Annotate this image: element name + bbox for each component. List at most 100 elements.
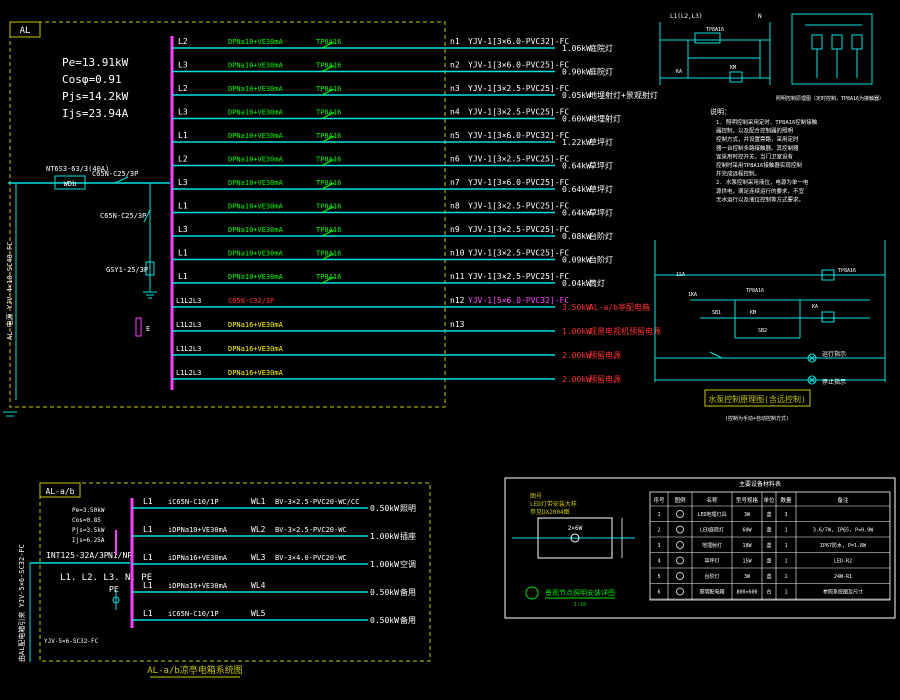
- circuit-phase: L1: [178, 202, 188, 211]
- legend-cell-note: LED-R2: [834, 559, 852, 565]
- legend-cell-model: 3W: [744, 574, 751, 580]
- contactor-contact: [321, 276, 335, 284]
- circuit-load: 0.08kW: [562, 232, 591, 241]
- circuit-desc: 草坪灯: [589, 208, 613, 218]
- circuit-contactor: TP8A16: [316, 109, 341, 117]
- sub-circuit-cable: BV-3×4.0-PVC20-WC: [275, 554, 347, 562]
- detail-label-2: 参见DX2004图: [530, 508, 570, 516]
- circuit-load: 0.05kW: [562, 91, 591, 100]
- sub-param-0: Pe=3.50kW: [72, 507, 105, 514]
- incoming-breaker-label: NT6S3-63/3(40A): [46, 165, 109, 173]
- pump-label-sb1: SB1: [712, 310, 721, 316]
- legend-symbol-icon: [676, 541, 684, 549]
- extra-circuit-desc: 观景电视机预留电源: [589, 326, 661, 336]
- small-ctrl-label-km: KM: [730, 65, 736, 71]
- circuit-load: 1.06kW: [562, 44, 591, 53]
- circuit-cable: YJV-1[3×6.0-PVC32]-FC: [468, 37, 569, 46]
- circuit-desc: 筒灯: [589, 278, 605, 288]
- pump-lamp-stop: 停止指示: [822, 378, 846, 386]
- circuit-desc: 地埋射灯: [589, 114, 621, 124]
- circuit-number: n11: [450, 272, 465, 281]
- legend-cell-no: 4: [657, 559, 660, 565]
- extra-circuit-breaker: DPNa16+VE30mA: [228, 345, 284, 353]
- extra-circuit-load: 2.00kW: [562, 375, 591, 384]
- legend-symbol-icon: [676, 572, 684, 580]
- circuit-breaker: DPNa10+VE30mA: [228, 109, 284, 117]
- sub-circuit-phase: L1: [143, 581, 153, 590]
- pump-subtitle: (控制为手动+自动控制方式): [725, 415, 789, 422]
- legend-cell-name: 草坪灯: [704, 558, 719, 565]
- circuit-cable: YJV-1[3×6.0-PVC25]-FC: [468, 178, 569, 187]
- sub-phases: L1. L2. L3. N. PE: [60, 573, 152, 583]
- spd-breaker-label: C65N-C25/3P: [100, 212, 146, 220]
- extra-circuit-desc: 预留电源: [589, 350, 621, 360]
- sub-circuit-phase: L1: [143, 497, 153, 506]
- circuit-load: 0.64kW: [562, 209, 591, 218]
- main-panel-label: AL: [20, 26, 31, 36]
- legend-cell-qty: 1: [784, 574, 787, 580]
- circuit-phase: L2: [178, 84, 188, 93]
- circuit-contactor: TP8A16: [316, 273, 341, 281]
- circuit-contactor: TP8A16: [316, 203, 341, 211]
- circuit-load: 0.64kW: [562, 162, 591, 171]
- legend-cell-name: LED地埋灯具: [697, 511, 726, 518]
- circuit-contactor: TP8A16: [316, 179, 341, 187]
- circuit-number: n1: [450, 37, 460, 46]
- small-ctrl-label-ka: KA: [676, 69, 682, 75]
- circuit-number: n5: [450, 131, 460, 140]
- circuit-cable: YJV-1[3×2.5-PVC25]-FC: [468, 249, 569, 258]
- contactor-contact: [321, 159, 335, 166]
- small-control-diagram: [659, 22, 771, 85]
- circuit-phase: L2: [178, 155, 188, 164]
- circuit-number: n10: [450, 249, 465, 258]
- main-param-cos: Cosφ=0.91: [62, 73, 122, 86]
- sub-circuit-number: WL1: [251, 497, 266, 506]
- spd-box: [145, 261, 155, 276]
- spd-switch: [143, 209, 151, 223]
- main-param-ijs: Ijs=23.94A: [62, 107, 129, 120]
- circuit-load: 0.90kW: [562, 68, 591, 77]
- circuit-contactor: TP8A16: [316, 250, 341, 258]
- note-line: 控制方式，并设置旁路，采用定时: [716, 135, 799, 143]
- legend-cell-no: 1: [657, 512, 660, 518]
- sub-circuit-desc: 备用: [400, 615, 416, 625]
- sub-circuit-breaker: iDPNa10+VE30mA: [168, 526, 228, 534]
- incoming-meter-box: [54, 175, 86, 190]
- pump-label-1sa: 1SA: [676, 272, 685, 278]
- spd-label: GSY1-25/3P: [106, 266, 148, 274]
- detail-label-0: 图号: [530, 493, 542, 500]
- legend-cell-no: 6: [657, 590, 660, 596]
- legend-column-header: 序号: [653, 496, 665, 504]
- detail-north-icon: [525, 586, 539, 600]
- extra-circuit-cable: YJV-1[5×6.0-PVC32]-FC: [468, 296, 569, 305]
- circuit-number: n3: [450, 84, 460, 93]
- extra-circuit-phase: L1L2L3: [176, 345, 201, 353]
- detail-fixture: 2×6W: [568, 525, 583, 532]
- legend-cell-note: 24W-R1: [834, 574, 852, 580]
- circuit-load: 0.09kW: [562, 256, 591, 265]
- legend-cell-qty: 1: [784, 543, 787, 549]
- circuit-breaker: DPNa10+VE30mA: [228, 179, 284, 187]
- sub-circuit-breaker: iDPNa16+VE30mA: [168, 554, 228, 562]
- small-ctrl-caption: 照明控制原理图（定时控制，TP8A16为接触器）: [776, 95, 884, 102]
- pump-label-1ka: 1KA: [688, 292, 697, 298]
- legend-cell-model: 3W: [744, 512, 751, 518]
- legend-column-header: 名称: [706, 496, 718, 504]
- note-line: 2. 水泵控制采用液位，电源为单一电: [716, 178, 809, 186]
- legend-cell-qty: 3: [784, 512, 787, 518]
- circuit-cable: YJV-1[3×2.5-PVC25]-FC: [468, 108, 569, 117]
- sub-cable-note: YJV-5×6-SC32-FC: [44, 638, 99, 645]
- circuit-desc: 草坪灯: [589, 161, 613, 171]
- sub-circuit-cable: BV-3×2.5-PVC20-WC: [275, 526, 347, 534]
- circuit-cable: YJV-1[3×2.5-PVC25]-FC: [468, 272, 569, 281]
- circuit-load: 0.64kW: [562, 185, 591, 194]
- sub-panel-label: AL-a/b: [46, 487, 75, 496]
- pump-label-tp1: TP8A16: [746, 288, 764, 294]
- circuit-desc: 台阶灯: [589, 231, 613, 241]
- main-param-pjs: Pjs=14.2kW: [62, 90, 129, 103]
- note-line: 1. 照明控制采用定时、TP8A16控制接触: [716, 118, 818, 126]
- legend-symbol-icon: [676, 556, 684, 565]
- circuit-number: n2: [450, 61, 460, 70]
- note-line: 宜采用时控开关，当门卫室设有: [716, 152, 794, 160]
- small-ctrl-label-l: L1(L2,L3): [670, 13, 703, 20]
